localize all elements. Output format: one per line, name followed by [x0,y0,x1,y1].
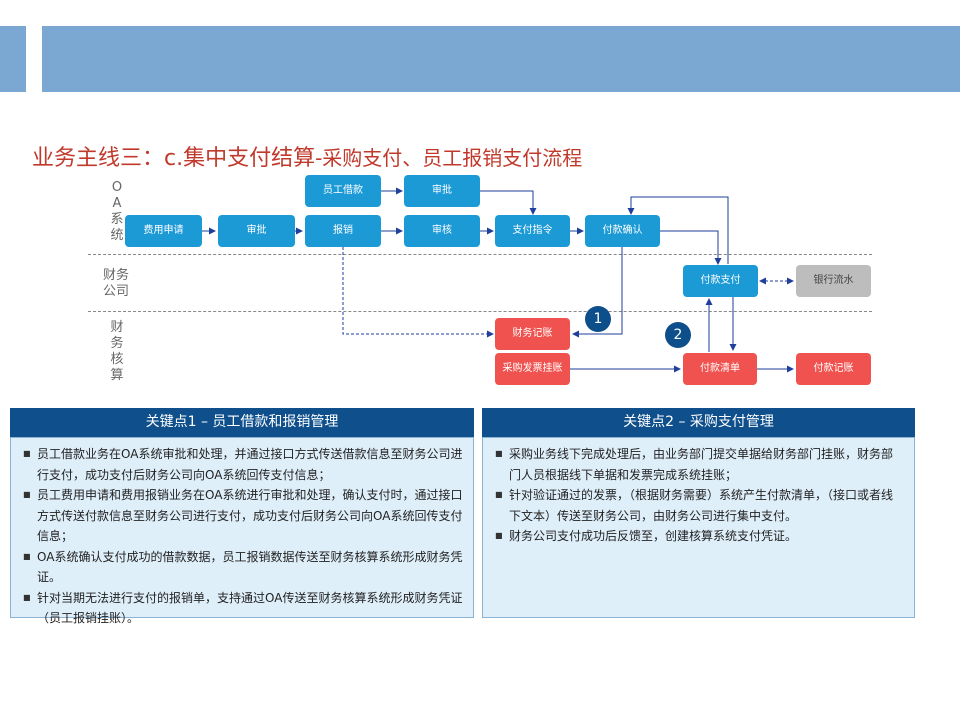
keypoint1-header: 关键点1 – 员工借款和报销管理 [10,408,474,437]
arrow-confirm-to-pay [660,230,722,265]
node-approve-mid: 审批 [218,215,295,247]
lane-divider-2 [88,311,872,312]
keypoint1-item: 针对当期无法进行支付的报销单，支持通过OA传送至财务核算系统形成财务凭证（员工报… [23,588,463,629]
node-approve-top: 审批 [404,175,480,207]
node-payment-list: 付款清单 [683,353,757,385]
keypoint1-item: OA系统确认支付成功的借款数据，员工报销数据传送至财务核算系统形成财务凭证。 [23,547,463,588]
node-bank-flow: 银行流水 [796,265,871,297]
node-payment-confirm: 付款确认 [585,215,660,247]
slide-title-main: 业务主线三：c.集中支付结算 [32,146,316,171]
header-band [42,26,960,92]
node-purchase-invoice: 采购发票挂账 [495,353,570,385]
keypoint1-body: 员工借款业务在OA系统审批和处理，并通过接口方式传送借款信息至财务公司进行支付，… [10,437,474,625]
keypoint2-body: 采购业务线下完成处理后，由业务部门提交单据给财务部门挂账，财务部门人员根据线下单… [482,437,915,618]
lane-label-finance-company: 财务 公司 [102,268,129,299]
keypoint2-header: 关键点2 – 采购支付管理 [482,408,915,437]
keypoint2-item: 财务公司支付成功后反馈至，创建核算系统支付凭证。 [495,526,904,547]
node-expense-apply: 费用申请 [125,215,202,247]
lane-label-oa: O A 系 统 [110,180,124,243]
header-accent-block [0,26,26,92]
badge-1: 1 [585,306,611,332]
node-employee-loan: 员工借款 [305,175,381,207]
slide-title: 业务主线三：c.集中支付结算-采购支付、员工报销支付流程 [32,140,582,172]
lane-divider-1 [88,254,872,255]
keypoint2-item: 采购业务线下完成处理后，由业务部门提交单据给财务部门挂账，财务部门人员根据线下单… [495,444,904,485]
arrow-confirm-to-booking [572,247,623,338]
keypoint2-item: 针对验证通过的发票，（根据财务需要）系统产生付款清单，（接口或者线下文本）传送至… [495,485,904,526]
badge-2: 2 [665,322,691,348]
arrow-pay-to-confirm [627,196,729,264]
keypoint1-item: 员工费用申请和费用报销业务在OA系统进行审批和处理，确认支付时，通过接口方式传送… [23,485,463,547]
node-finance-booking: 财务记账 [495,318,570,350]
lane-label-finance-accounting: 财 务 核 算 [110,320,124,383]
node-review: 审核 [404,215,480,247]
arrow-approve-to-order [480,190,537,215]
node-payment-pay: 付款支付 [683,265,758,297]
node-payment-order: 支付指令 [495,215,570,247]
keypoint2-list: 采购业务线下完成处理后，由业务部门提交单据给财务部门挂账，财务部门人员根据线下单… [483,438,914,547]
keypoint1-list: 员工借款业务在OA系统审批和处理，并通过接口方式传送借款信息至财务公司进行支付，… [11,438,473,629]
arrow-reimburse-to-booking [342,247,494,338]
slide-title-sub: -采购支付、员工报销支付流程 [315,146,583,170]
node-reimburse: 报销 [305,215,381,247]
node-payment-record: 付款记账 [796,353,871,385]
keypoint1-item: 员工借款业务在OA系统审批和处理，并通过接口方式传送借款信息至财务公司进行支付，… [23,444,463,485]
